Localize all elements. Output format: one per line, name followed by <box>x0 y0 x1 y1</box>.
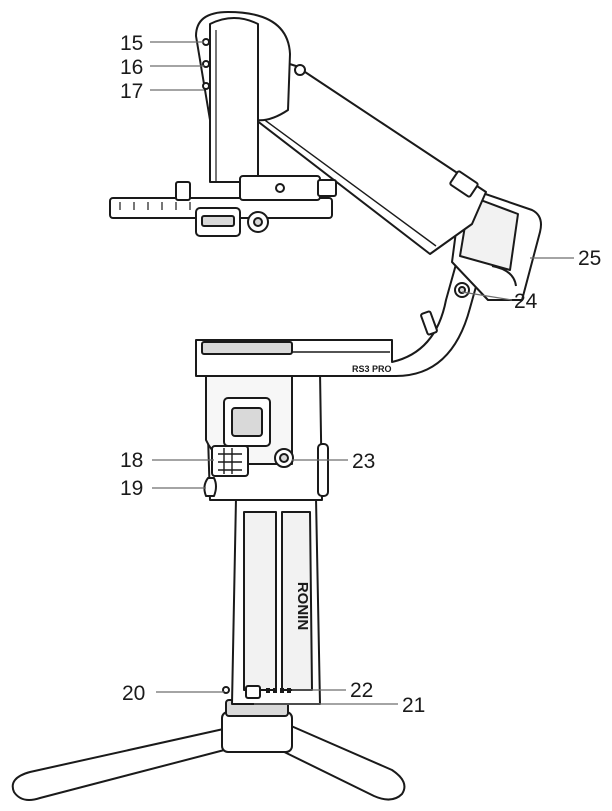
callout-16: 16 <box>120 56 144 79</box>
control-body <box>203 371 329 501</box>
roll-arm-body <box>195 249 485 377</box>
callout-18: 18 <box>120 449 144 472</box>
arm-model-text: RS3 PRO <box>352 364 392 374</box>
leader-24 <box>461 291 513 301</box>
callout-22: 22 <box>350 679 374 702</box>
pan-arm-edge-bottom <box>261 117 437 247</box>
power-button <box>222 686 230 694</box>
grip-left-panel <box>243 511 277 691</box>
callout-21: 21 <box>402 694 426 717</box>
tilt-lock-knob-center <box>458 286 466 294</box>
pan-arm-clamp <box>449 170 479 198</box>
grip: RONIN <box>222 497 321 705</box>
callout-17: 17 <box>120 80 144 103</box>
plate-scale <box>119 202 191 210</box>
pan-arm-edge-top <box>295 65 487 193</box>
tripod-leg-left <box>11 727 233 801</box>
mount-plate-center <box>231 407 263 437</box>
front-dial <box>317 443 329 497</box>
joystick-pad-grid <box>218 448 242 474</box>
roll-arm: RS3 PRO <box>195 249 485 377</box>
usb-c-port <box>245 685 261 699</box>
roll-arm-plate <box>201 341 293 355</box>
callout-23: 23 <box>352 450 376 473</box>
grip-brand-text: RONIN <box>294 582 311 630</box>
upper-plate-screw <box>275 183 285 193</box>
camera-plate <box>109 175 337 237</box>
upper-plate-lock <box>317 179 337 197</box>
mode-button-center <box>279 453 289 463</box>
callout-25: 25 <box>578 247 602 270</box>
pan-arm-tube <box>255 53 487 255</box>
callout-20: 20 <box>122 682 146 705</box>
callout-15: 15 <box>120 32 144 55</box>
pan-motor-port-3 <box>202 82 210 90</box>
battery-level-leds <box>266 688 291 693</box>
plate-clamp-label <box>201 215 235 227</box>
joystick-pad <box>211 445 249 477</box>
plate-clamp-post <box>175 181 191 201</box>
tripod-leg-right <box>267 721 406 801</box>
pan-arm <box>255 53 487 255</box>
tripod-hub <box>221 711 293 753</box>
tripod <box>11 699 406 801</box>
callout-24: 24 <box>514 290 538 313</box>
tilt-lock-lever <box>491 265 517 287</box>
roll-lock <box>420 310 438 336</box>
pan-arm-screw <box>294 64 306 76</box>
trigger <box>203 477 217 497</box>
pan-motor-port-2 <box>202 60 210 68</box>
plate-knob-center <box>253 217 263 227</box>
leader-lines <box>150 41 574 705</box>
callout-19: 19 <box>120 477 144 500</box>
pan-motor <box>195 11 291 183</box>
vertical-arm <box>209 17 259 183</box>
